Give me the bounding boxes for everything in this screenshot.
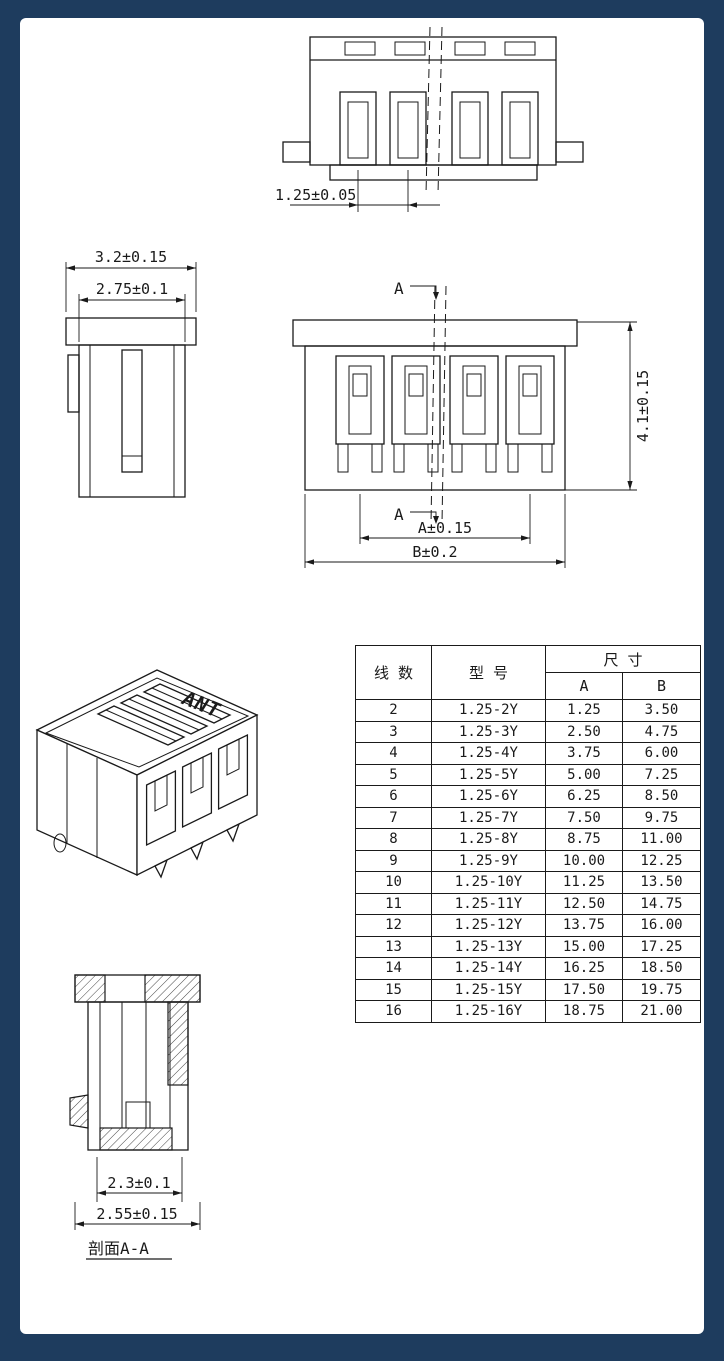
cell-wires: 16 — [355, 1000, 432, 1023]
table-row: 12 1.25-12Y 13.75 16.00 — [355, 914, 701, 937]
top-view-drawing: 1.25±0.05 — [275, 26, 584, 212]
cell-model: 1.25-12Y — [431, 914, 546, 937]
cell-size-b: 12.25 — [622, 849, 701, 872]
table-row: 10 1.25-10Y 11.25 13.50 — [355, 871, 701, 894]
cell-wires: 4 — [355, 742, 432, 765]
dim-section-outer-label: 2.55±0.15 — [96, 1205, 177, 1223]
cell-wires: 7 — [355, 806, 432, 829]
cell-model: 1.25-9Y — [431, 849, 546, 872]
section-label-bottom: A — [394, 505, 404, 524]
dim-inner-width-label: 2.75±0.1 — [96, 280, 168, 298]
side-view-drawing: 3.2±0.15 2.75±0.1 — [65, 248, 197, 498]
cell-size-b: 9.75 — [622, 806, 701, 829]
col-header-wires: 线 数 — [355, 645, 432, 700]
section-label-top: A — [394, 279, 404, 298]
cell-size-b: 17.25 — [622, 935, 701, 958]
section-caption: 剖面A-A — [88, 1239, 149, 1258]
table-row: 7 1.25-7Y 7.50 9.75 — [355, 806, 701, 829]
cell-size-a: 13.75 — [545, 914, 623, 937]
cell-size-a: 1.25 — [545, 699, 623, 722]
section-view-drawing: 2.3±0.1 2.55±0.15 剖面A-A — [69, 974, 201, 1260]
cell-size-b: 18.50 — [622, 957, 701, 980]
dim-span-a-label: A±0.15 — [418, 519, 472, 537]
cell-size-a: 7.50 — [545, 806, 623, 829]
cell-size-a: 5.00 — [545, 763, 623, 786]
cell-size-a: 17.50 — [545, 978, 623, 1001]
cell-size-b: 19.75 — [622, 978, 701, 1001]
cell-size-b: 7.25 — [622, 763, 701, 786]
cell-size-a: 3.75 — [545, 742, 623, 765]
cell-size-b: 4.75 — [622, 720, 701, 743]
cell-model: 1.25-2Y — [431, 699, 546, 722]
table-row: 5 1.25-5Y 5.00 7.25 — [355, 763, 701, 786]
cell-model: 1.25-8Y — [431, 828, 546, 851]
size-table-body: 2 1.25-2Y 1.25 3.50 3 1.25-3Y 2.50 4.75 … — [355, 699, 701, 1023]
cell-model: 1.25-16Y — [431, 1000, 546, 1023]
cell-model: 1.25-5Y — [431, 763, 546, 786]
table-row: 13 1.25-13Y 15.00 17.25 — [355, 935, 701, 958]
cell-wires: 6 — [355, 785, 432, 808]
table-row: 6 1.25-6Y 6.25 8.50 — [355, 785, 701, 808]
cell-size-a: 8.75 — [545, 828, 623, 851]
cell-size-a: 18.75 — [545, 1000, 623, 1023]
cell-wires: 10 — [355, 871, 432, 894]
cell-wires: 14 — [355, 957, 432, 980]
cell-model: 1.25-10Y — [431, 871, 546, 894]
table-row: 11 1.25-11Y 12.50 14.75 — [355, 892, 701, 915]
cell-size-b: 6.00 — [622, 742, 701, 765]
cell-model: 1.25-13Y — [431, 935, 546, 958]
table-row: 9 1.25-9Y 10.00 12.25 — [355, 849, 701, 872]
size-table: 线 数 型 号 尺 寸 A B 2 1.25-2Y 1.25 3.50 3 — [355, 645, 701, 1023]
cell-size-a: 16.25 — [545, 957, 623, 980]
table-row: 4 1.25-4Y 3.75 6.00 — [355, 742, 701, 765]
cell-model: 1.25-14Y — [431, 957, 546, 980]
table-row: 8 1.25-8Y 8.75 11.00 — [355, 828, 701, 851]
col-header-size: 尺 寸 — [545, 645, 701, 673]
cell-wires: 12 — [355, 914, 432, 937]
table-row: 14 1.25-14Y 16.25 18.50 — [355, 957, 701, 980]
col-header-a: A — [545, 672, 623, 700]
cell-size-b: 11.00 — [622, 828, 701, 851]
cell-size-b: 14.75 — [622, 892, 701, 915]
dim-section-inner-label: 2.3±0.1 — [107, 1174, 170, 1192]
dim-height-label: 4.1±0.15 — [634, 370, 652, 442]
cell-model: 1.25-4Y — [431, 742, 546, 765]
table-row: 3 1.25-3Y 2.50 4.75 — [355, 720, 701, 743]
cell-wires: 13 — [355, 935, 432, 958]
col-header-model: 型 号 — [431, 645, 546, 700]
cell-wires: 5 — [355, 763, 432, 786]
dim-outer-width-label: 3.2±0.15 — [95, 248, 167, 266]
cell-size-b: 16.00 — [622, 914, 701, 937]
size-table-grid: 线 数 型 号 尺 寸 A B 2 1.25-2Y 1.25 3.50 3 — [355, 645, 701, 1023]
cell-model: 1.25-3Y — [431, 720, 546, 743]
col-header-b: B — [622, 672, 701, 700]
isometric-view-drawing: ANT — [35, 669, 259, 879]
dim-span-b-label: B±0.2 — [412, 543, 457, 561]
front-view-drawing: A A 4.1±0.15 A±0.15 B±0.2 — [292, 279, 652, 568]
cell-wires: 3 — [355, 720, 432, 743]
dim-pitch-label: 1.25±0.05 — [275, 186, 356, 204]
cell-size-b: 3.50 — [622, 699, 701, 722]
cell-size-b: 21.00 — [622, 1000, 701, 1023]
table-row: 2 1.25-2Y 1.25 3.50 — [355, 699, 701, 722]
cell-size-a: 11.25 — [545, 871, 623, 894]
cell-model: 1.25-11Y — [431, 892, 546, 915]
cell-size-a: 2.50 — [545, 720, 623, 743]
cell-size-b: 8.50 — [622, 785, 701, 808]
cell-size-b: 13.50 — [622, 871, 701, 894]
cell-model: 1.25-6Y — [431, 785, 546, 808]
cell-wires: 2 — [355, 699, 432, 722]
table-row: 15 1.25-15Y 17.50 19.75 — [355, 978, 701, 1001]
cell-size-a: 6.25 — [545, 785, 623, 808]
cell-size-a: 10.00 — [545, 849, 623, 872]
cell-size-a: 15.00 — [545, 935, 623, 958]
cell-model: 1.25-7Y — [431, 806, 546, 829]
cell-wires: 8 — [355, 828, 432, 851]
table-row: 16 1.25-16Y 18.75 21.00 — [355, 1000, 701, 1023]
cell-size-a: 12.50 — [545, 892, 623, 915]
cell-wires: 11 — [355, 892, 432, 915]
cell-wires: 9 — [355, 849, 432, 872]
cell-wires: 15 — [355, 978, 432, 1001]
cell-model: 1.25-15Y — [431, 978, 546, 1001]
